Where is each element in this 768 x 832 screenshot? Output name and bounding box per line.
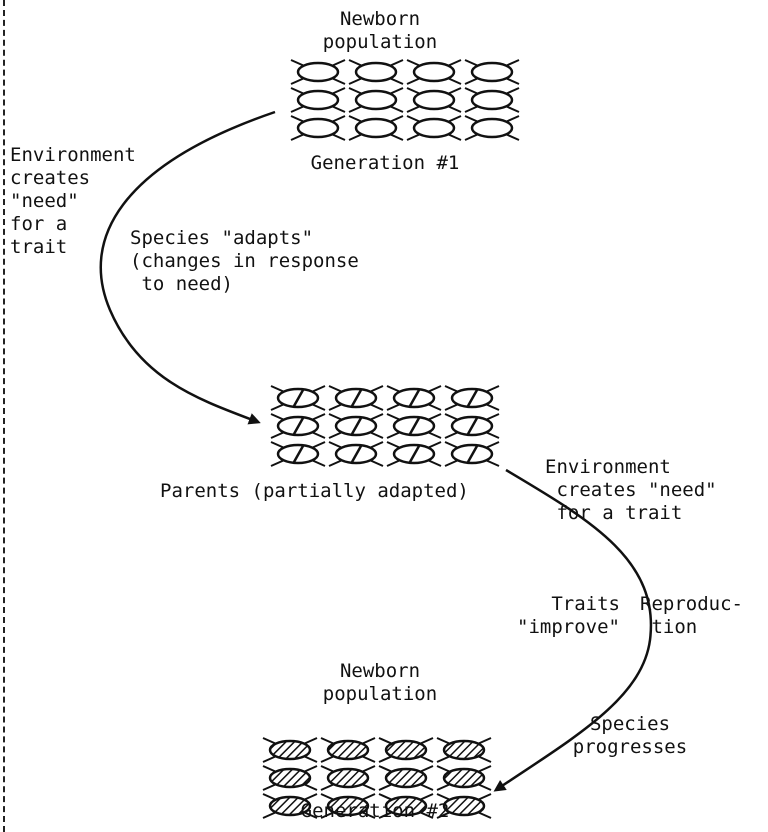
traits-improve-label: Traits "improve": [517, 593, 620, 638]
environment-need-label-1: Environment creates "need" for a trait: [10, 144, 136, 258]
gen1-title: Newborn population: [322, 8, 438, 53]
organism: [262, 737, 318, 763]
organism: [348, 115, 404, 141]
organism: [290, 115, 346, 141]
environment-need-label-2: Environment creates "need" for a trait: [545, 456, 717, 524]
organism: [348, 59, 404, 85]
organism: [464, 59, 520, 85]
parents-caption: Parents (partially adapted): [160, 480, 469, 502]
organism: [378, 737, 434, 763]
organism: [378, 793, 434, 819]
organism: [436, 765, 492, 791]
adapt-arrow: [99, 110, 276, 425]
gen2-caption: Generation #2: [300, 800, 450, 822]
generation-2-population: [262, 737, 492, 819]
reproduction-label: Reproduc- tion: [640, 593, 743, 638]
organism: [406, 87, 462, 113]
gen2-title: Newborn population: [322, 660, 438, 705]
organism: [406, 115, 462, 141]
organism: [386, 441, 442, 467]
organism: [464, 87, 520, 113]
organism: [262, 793, 318, 819]
organism: [386, 413, 442, 439]
organism: [328, 413, 384, 439]
organism: [320, 765, 376, 791]
organism: [328, 385, 384, 411]
organism: [378, 765, 434, 791]
species-adapts-label: Species "adapts" (changes in response to…: [130, 227, 359, 295]
organism: [436, 737, 492, 763]
organism: [320, 737, 376, 763]
organism: [290, 59, 346, 85]
left-margin-rule: [3, 0, 5, 832]
species-progresses-label: Species progresses: [572, 713, 688, 758]
generation-1-population: [290, 59, 520, 141]
organism: [464, 115, 520, 141]
organism: [320, 793, 376, 819]
organism: [328, 441, 384, 467]
organism: [270, 413, 326, 439]
parents-population: [270, 385, 500, 467]
organism: [270, 385, 326, 411]
organism: [444, 441, 500, 467]
gen1-caption: Generation #1: [310, 152, 460, 174]
organism: [290, 87, 346, 113]
organism: [406, 59, 462, 85]
organism: [444, 385, 500, 411]
organism: [348, 87, 404, 113]
organism: [436, 793, 492, 819]
organism: [444, 413, 500, 439]
organism: [386, 385, 442, 411]
reproduction-arrow: [493, 468, 653, 792]
organism: [262, 765, 318, 791]
organism: [270, 441, 326, 467]
